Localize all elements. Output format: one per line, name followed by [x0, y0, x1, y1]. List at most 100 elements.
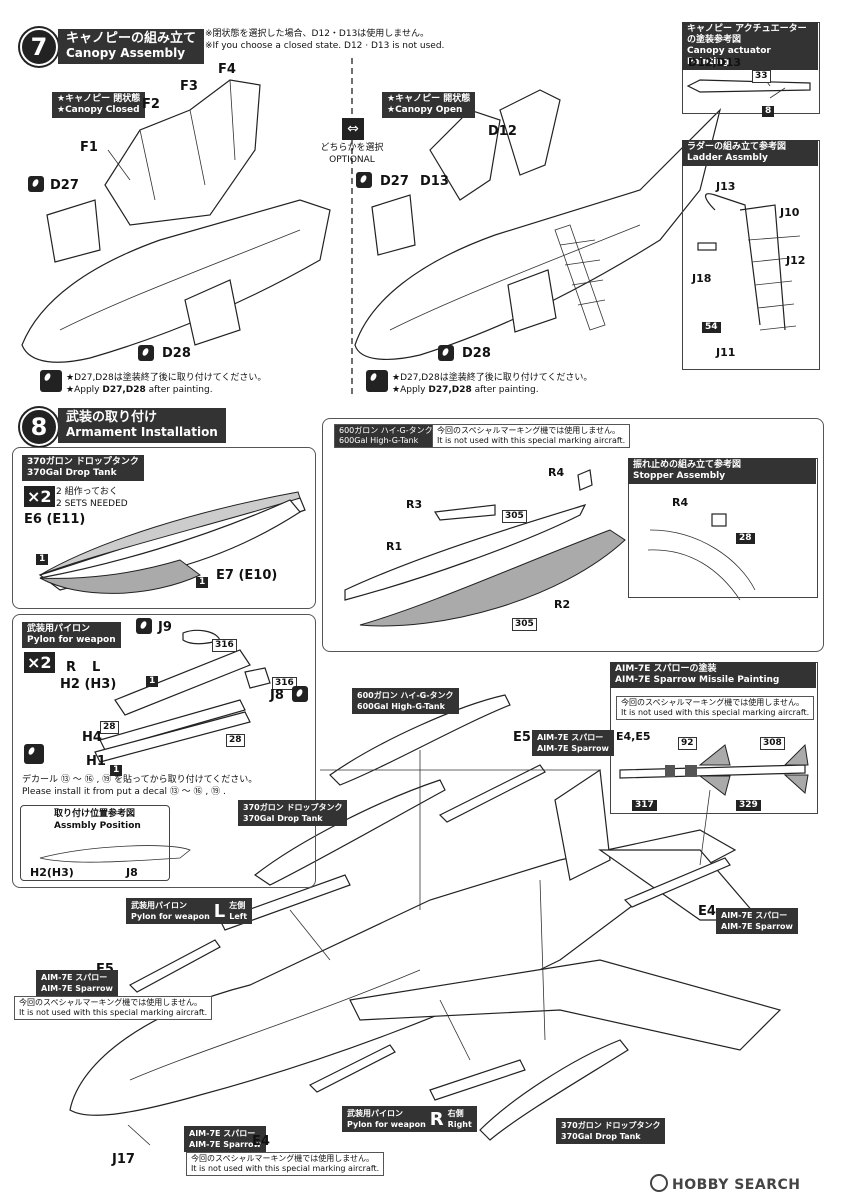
step-8-title-ja: 武装の取り付け	[66, 410, 158, 425]
stopper-title-ja: 振れ止めの組み立て参考図	[633, 460, 742, 470]
part-label: J12	[786, 254, 806, 267]
color-code: 1	[110, 757, 123, 776]
pylon-r-side: R	[429, 1108, 444, 1130]
swap-arrows-icon: ⇔	[342, 118, 364, 140]
aim7e-en: AIM-7E Sparrow	[189, 1140, 261, 1149]
decal-note-en: Please install it from put a decal ⑬ 〜 ⑯…	[22, 787, 226, 797]
not-used-ja: 今回のスペシャルマーキング機では使用しません。	[621, 698, 804, 707]
watermark-logo: HOBBY SEARCH	[650, 1174, 800, 1193]
step-7-title: キャノピーの組み立て Canopy Assembly	[58, 29, 205, 64]
pylon-r-ja: 武装用パイロン	[347, 1109, 403, 1118]
aim7e-title-en: AIM-7E Sparrow Missile Painting	[615, 675, 780, 685]
aim7e-en: AIM-7E Sparrow	[537, 744, 609, 753]
part-label: J9	[158, 620, 172, 635]
part-label: J11	[716, 346, 736, 359]
not-used-en: It is not used with this special marking…	[191, 1164, 380, 1173]
aim7e-ja: AIM-7E スパロー	[41, 973, 108, 982]
part-label: D13	[420, 174, 449, 189]
paint-icon	[292, 686, 308, 706]
color-code: 316	[272, 670, 297, 690]
color-code: 1	[196, 569, 209, 588]
paint-icon	[40, 370, 62, 396]
quantity-note: 2 組作っておく 2 SETS NEEDED	[56, 486, 128, 510]
pylon-right-label: 武装用パイロン Pylon for weapon R 右側 Right	[342, 1106, 477, 1132]
optional-en: OPTIONAL	[329, 155, 375, 165]
watermark-text: HOBBY SEARCH	[672, 1177, 801, 1193]
high-g-tank-label-ja: 600ガロン ハイ-G-タンク	[357, 691, 454, 700]
drop-tank-label-ja: 370ガロン ドロップタンク	[561, 1121, 661, 1130]
high-g-tank-panel	[322, 418, 824, 652]
part-label: F1	[80, 140, 98, 155]
quantity-note-ja: 2 組作っておく	[56, 487, 118, 497]
paint-note-en-prefix: ★Apply	[392, 385, 426, 395]
paint-note-en-parts: D27,D28	[428, 385, 472, 395]
position-title-en: Assmbly Position	[54, 821, 141, 831]
canopy-closed-en: ★Canopy Closed	[57, 105, 140, 115]
drop-tank-panel	[12, 447, 316, 609]
step-8-number: 8	[20, 408, 58, 446]
part-label: J17	[112, 1152, 135, 1167]
step-7-note: ※閉状態を選択した場合、D12・D13は使用しません。 ※If you choo…	[205, 28, 444, 52]
part-label: D28	[462, 346, 491, 361]
side-label: R	[66, 660, 77, 675]
step-8-title-en: Armament Installation	[66, 425, 218, 439]
quantity-badge: ×2	[24, 652, 55, 673]
not-used-ja: 今回のスペシャルマーキング機では使用しません。	[191, 1154, 374, 1163]
pylon-r-right-ja: 右側	[447, 1109, 464, 1118]
canopy-closed-ja: ★キャノピー 閉状態	[57, 94, 141, 104]
not-used-en: It is not used with this special marking…	[621, 708, 810, 717]
color-code: 8	[762, 98, 775, 117]
part-label: R1	[386, 540, 403, 553]
decal-note-ja: デカール ⑬ 〜 ⑯ , ⑲ を貼ってから取り付けてください。	[22, 775, 258, 785]
paint-note-ja: ★D27,D28は塗装終了後に取り付けてください。	[392, 373, 593, 383]
pylon-l-ja: 武装用パイロン	[131, 901, 187, 910]
paint-icon	[24, 744, 44, 768]
part-label: J10	[780, 206, 800, 219]
canopy-actuator-title-ja: キャノピー アクチュエーターの塗装参考図	[687, 24, 807, 45]
stopper-title: 振れ止めの組み立て参考図 Stopper Assembly	[628, 458, 816, 484]
not-used-note: 今回のスペシャルマーキング機では使用しません。 It is not used w…	[14, 996, 213, 1020]
paint-note-en-prefix: ★Apply	[66, 385, 100, 395]
color-code: 54	[702, 314, 721, 333]
canopy-actuator-title-en: Canopy actuator Painting	[687, 46, 771, 67]
color-code: 1	[36, 546, 49, 565]
part-label: R4	[672, 496, 689, 509]
not-used-note: 今回のスペシャルマーキング機では使用しません。 It is not used w…	[616, 696, 815, 720]
drop-tank-label-right: 370ガロン ドロップタンク 370Gal Drop Tank	[556, 1118, 666, 1144]
color-code: 33	[752, 63, 771, 83]
decal-note: デカール ⑬ 〜 ⑯ , ⑲ を貼ってから取り付けてください。 Please i…	[22, 774, 257, 798]
part-label: F3	[180, 79, 198, 94]
canopy-closed-tag: ★キャノピー 閉状態 ★Canopy Closed	[52, 92, 146, 118]
pylon-left-label: 武装用パイロン Pylon for weapon L 左側 Left	[126, 898, 253, 924]
aim7e-ja: AIM-7E スパロー	[721, 911, 788, 920]
drop-tank-label-en: 370Gal Drop Tank	[243, 814, 323, 823]
color-code: 28	[736, 525, 755, 544]
canopy-open-en: ★Canopy Open	[387, 105, 463, 115]
not-used-ja: 今回のスペシャルマーキング機では使用しません。	[437, 426, 620, 435]
quantity-badge: ×2	[24, 486, 55, 507]
pylon-r-right-en: Right	[447, 1120, 472, 1129]
part-label: F4	[218, 62, 236, 77]
high-g-tank-label-en: 600Gal High-G-Tank	[357, 702, 445, 711]
pylon-tag-ja: 武装用パイロン	[27, 624, 91, 634]
part-label: E5	[513, 730, 531, 745]
part-label: J13	[716, 180, 736, 193]
pylon-l-side: L	[213, 900, 226, 922]
part-label: H4	[82, 730, 102, 745]
part-label: D12	[488, 124, 517, 139]
drop-tank-label-left: 370ガロン ドロップタンク 370Gal Drop Tank	[238, 800, 348, 826]
paint-note-ja: ★D27,D28は塗装終了後に取り付けてください。	[66, 373, 267, 383]
part-label: J18	[692, 272, 712, 285]
step-7-title-ja: キャノピーの組み立て	[66, 31, 197, 46]
actuator-parts-label: D12,D13	[688, 56, 742, 69]
part-label: E4	[252, 1134, 270, 1149]
color-code: 28	[226, 727, 245, 747]
part-label: F2	[142, 97, 160, 112]
part-label: H1	[86, 754, 106, 769]
aim7e-ja: AIM-7E スパロー	[537, 733, 604, 742]
color-code: 28	[100, 714, 119, 734]
ladder-title: ラダーの組み立て参考図 Ladder Assmbly	[682, 140, 818, 166]
high-g-tank-tag-ja: 600ガロン ハイ-G-タンク	[339, 426, 433, 435]
step-7-title-en: Canopy Assembly	[66, 46, 186, 60]
